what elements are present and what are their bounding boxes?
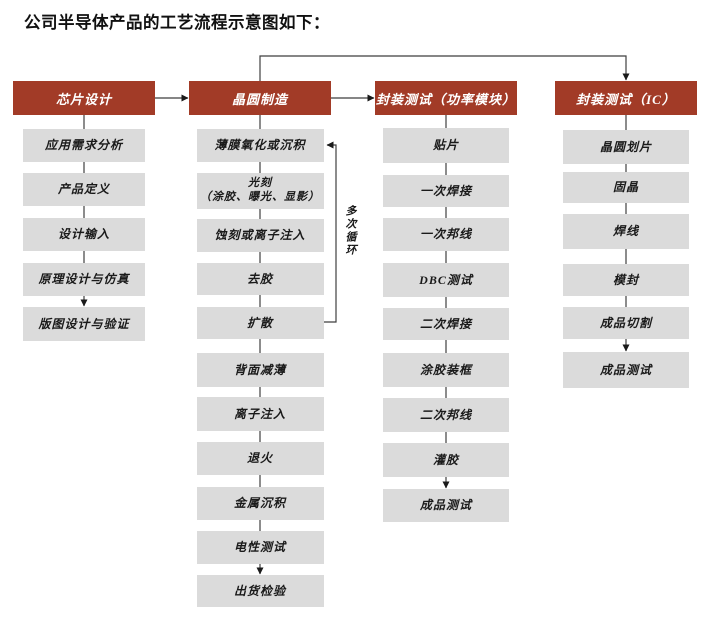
loop-label: 多次循环 xyxy=(344,205,356,257)
column-header-wafer-fab: 晶圆制造 xyxy=(189,81,331,115)
flow-step-package-test-power-module-9: 成品测试 xyxy=(383,489,509,522)
flow-step-chip-design-2: 产品定义 xyxy=(23,173,145,206)
flow-step-package-test-ic-3: 焊线 xyxy=(563,214,689,249)
flow-step-package-test-power-module-8: 灌胶 xyxy=(383,443,509,477)
flow-step-package-test-power-module-7: 二次邦线 xyxy=(383,398,509,432)
flow-step-chip-design-1: 应用需求分析 xyxy=(23,129,145,162)
flow-step-package-test-ic-2: 固晶 xyxy=(563,172,689,203)
flow-step-package-test-power-module-4: DBC测试 xyxy=(383,263,509,297)
flow-step-wafer-fab-5: 扩散 xyxy=(196,307,324,339)
flow-step-wafer-fab-8: 退火 xyxy=(196,442,324,475)
flow-step-chip-design-3: 设计输入 xyxy=(23,218,145,251)
flow-step-wafer-fab-9: 金属沉积 xyxy=(196,487,324,520)
flow-step-wafer-fab-7: 离子注入 xyxy=(196,397,324,431)
column-header-package-test-ic: 封装测试（IC） xyxy=(555,81,697,115)
column-header-package-test-power-module: 封装测试（功率模块） xyxy=(375,81,517,115)
flow-step-package-test-power-module-3: 一次邦线 xyxy=(383,218,509,251)
flow-step-wafer-fab-2: 光刻 （涂胶、曝光、显影） xyxy=(196,173,324,209)
flow-step-package-test-power-module-6: 涂胶装框 xyxy=(383,353,509,387)
flow-step-wafer-fab-1: 薄膜氧化或沉积 xyxy=(196,129,324,162)
flow-step-chip-design-4: 原理设计与仿真 xyxy=(23,263,145,296)
flow-step-wafer-fab-10: 电性测试 xyxy=(196,531,324,564)
flow-step-wafer-fab-11: 出货检验 xyxy=(196,575,324,607)
flow-step-package-test-ic-5: 成品切割 xyxy=(563,307,689,339)
flow-step-package-test-power-module-5: 二次焊接 xyxy=(383,308,509,340)
flow-step-package-test-ic-1: 晶圆划片 xyxy=(563,130,689,164)
flow-step-chip-design-5: 版图设计与验证 xyxy=(23,307,145,341)
flow-step-package-test-power-module-1: 贴片 xyxy=(383,128,509,163)
diagram-title: 公司半导体产品的工艺流程示意图如下： xyxy=(24,13,330,32)
flow-step-package-test-power-module-2: 一次焊接 xyxy=(383,175,509,207)
flow-step-package-test-ic-6: 成品测试 xyxy=(563,352,689,388)
flow-step-wafer-fab-4: 去胶 xyxy=(196,263,324,295)
flow-step-wafer-fab-6: 背面减薄 xyxy=(196,353,324,387)
column-header-chip-design: 芯片设计 xyxy=(13,81,155,115)
flow-step-package-test-ic-4: 模封 xyxy=(563,264,689,296)
flow-step-wafer-fab-3: 蚀刻或离子注入 xyxy=(196,219,324,252)
